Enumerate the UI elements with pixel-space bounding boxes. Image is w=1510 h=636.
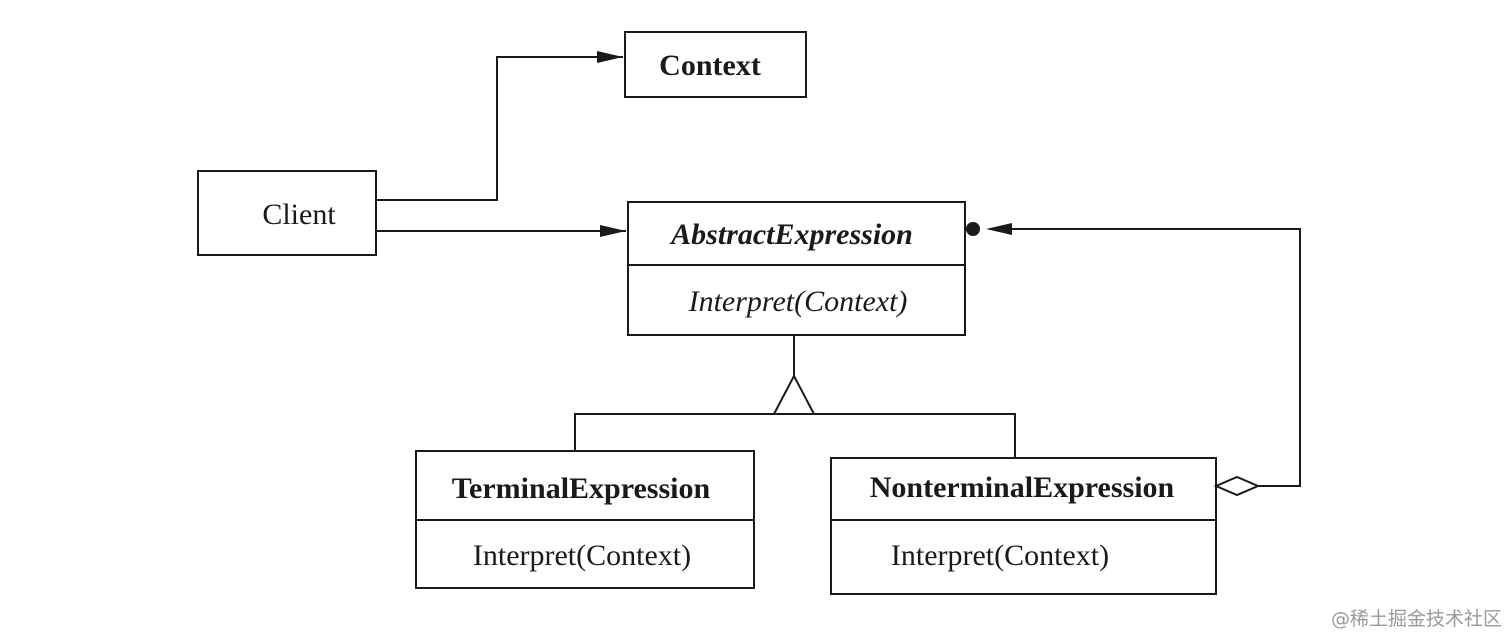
inheritance-branches [574, 413, 1016, 458]
inheritance-triangle [772, 373, 816, 415]
abstract-expression-operation: Interpret(Context) [688, 285, 908, 318]
client-class-name: Client [262, 198, 336, 231]
aggregation-line [990, 228, 1301, 487]
abstract-expression-class-name: AbstractExpression [669, 218, 913, 251]
nonterminal-expression-operation: Interpret(Context) [891, 539, 1109, 572]
terminal-expression-class: TerminalExpression Interpret(Context) [415, 450, 755, 589]
abstract-expression-class: AbstractExpression Interpret(Context) [627, 201, 966, 336]
terminal-expression-operation: Interpret(Context) [473, 539, 691, 572]
multiplicity-dot [966, 222, 980, 236]
nonterminal-expression-class-name: NonterminalExpression [870, 471, 1175, 504]
context-class-name: Context [659, 49, 761, 82]
terminal-expression-class-name: TerminalExpression [452, 472, 711, 505]
client-to-context-arrow [376, 51, 623, 201]
context-class: Context [624, 31, 807, 98]
aggregation-diamond [1213, 475, 1261, 497]
client-class: Client [197, 170, 377, 256]
watermark-text: @稀土掘金技术社区 [1331, 608, 1502, 630]
aggregation-arrowhead [986, 223, 1012, 235]
nonterminal-expression-class: NonterminalExpression Interpret(Context) [830, 457, 1217, 595]
